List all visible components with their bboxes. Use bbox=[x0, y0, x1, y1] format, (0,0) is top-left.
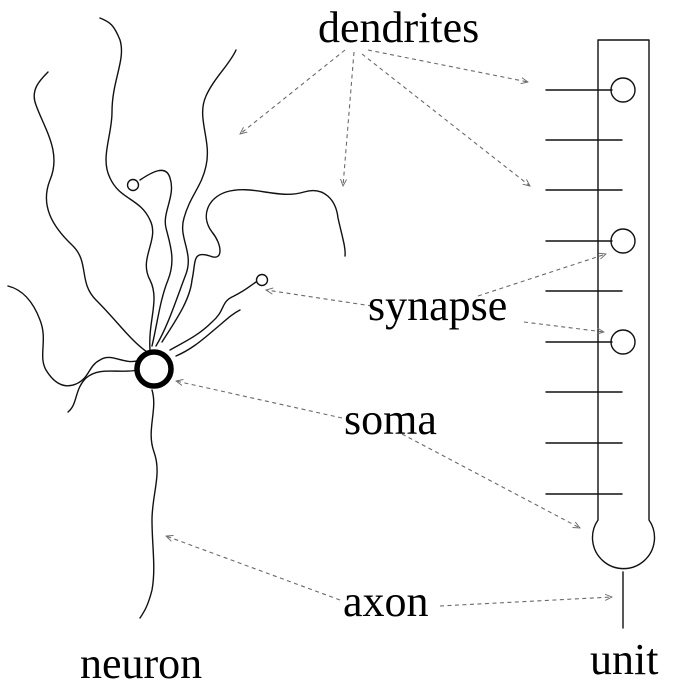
synapse-label: synapse bbox=[368, 281, 508, 330]
dendrite-branch bbox=[67, 369, 139, 413]
dendrites-arrow bbox=[240, 49, 346, 134]
dendrite-branch bbox=[175, 309, 241, 357]
soma-arrow bbox=[176, 381, 343, 419]
dendrites-label: dendrites bbox=[318, 3, 480, 52]
dendrites-arrow bbox=[367, 49, 528, 82]
neuron-label: neuron bbox=[80, 639, 203, 683]
synapse-arrow bbox=[523, 321, 604, 332]
dendrite-branch bbox=[7, 285, 141, 387]
unit-synapse-circle bbox=[610, 228, 636, 254]
dendrite-branch bbox=[99, 17, 155, 351]
unit-drawing bbox=[545, 39, 656, 629]
synapse-arrow bbox=[266, 290, 373, 307]
dendrite-branch bbox=[139, 169, 173, 347]
soma-circle bbox=[134, 349, 174, 389]
dendrite-branch bbox=[169, 281, 257, 351]
dendrite-branch bbox=[161, 188, 346, 343]
unit-label: unit bbox=[590, 635, 659, 683]
pointer-arrows bbox=[166, 49, 612, 607]
axon-arrow bbox=[439, 597, 612, 607]
soma-label: soma bbox=[344, 395, 437, 444]
unit-body bbox=[591, 39, 656, 570]
dendrites-arrow bbox=[343, 51, 355, 186]
dendrite-branch bbox=[33, 71, 148, 353]
soma-arrow bbox=[401, 433, 580, 528]
axon-line bbox=[139, 389, 158, 619]
synapse-circle bbox=[255, 273, 269, 287]
axon-arrow bbox=[166, 536, 341, 601]
unit-synapse-circle bbox=[610, 329, 636, 355]
synapse-circle bbox=[126, 178, 140, 192]
unit-synapse-circle bbox=[610, 77, 636, 103]
axon-label: axon bbox=[343, 577, 429, 626]
dendrite-branch bbox=[155, 49, 237, 347]
dendrites-arrow bbox=[361, 53, 530, 186]
neuron-drawing bbox=[7, 17, 346, 619]
